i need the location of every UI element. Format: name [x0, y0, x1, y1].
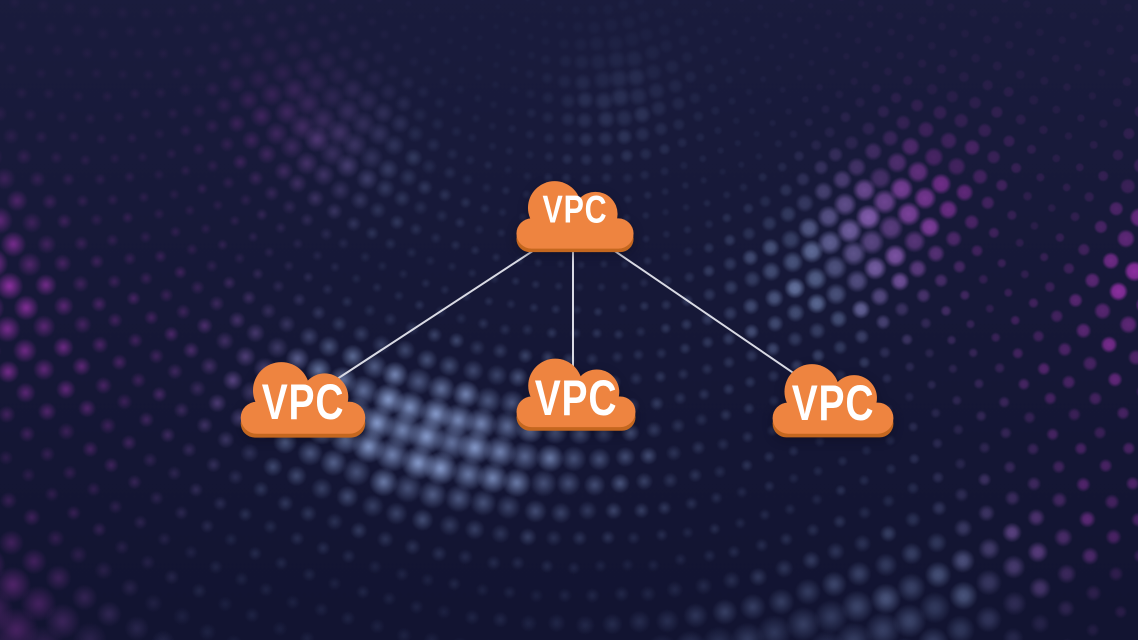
cloud-icon: [240, 362, 366, 438]
edge-hub-to-left: [304, 242, 546, 401]
vpc-node-center: VPC: [512, 344, 640, 440]
vpc-label: VPC: [261, 374, 345, 431]
cloud-icon: [516, 358, 636, 431]
vpc-label: VPC: [542, 188, 608, 232]
cloud-icon: [516, 181, 634, 253]
vpc-node-right: VPC: [768, 354, 898, 442]
cloud-icon: [772, 364, 894, 438]
vpc-node-left: VPC: [236, 352, 370, 442]
vpc-label: VPC: [791, 375, 875, 432]
vpc-label: VPC: [534, 369, 618, 426]
vpc-node-hub: VPC: [512, 170, 638, 258]
